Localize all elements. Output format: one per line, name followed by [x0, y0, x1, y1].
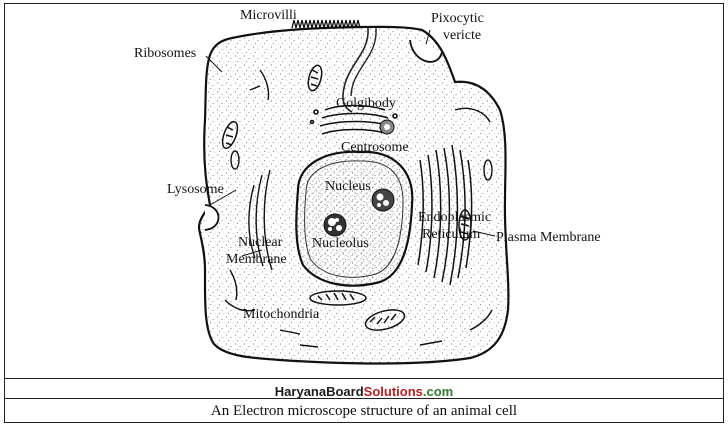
cytoplasm-details — [224, 69, 493, 348]
label-pixocytic-line1: Pixocytic — [431, 11, 484, 26]
endoplasmic-reticulum-left — [248, 169, 273, 271]
leader-lines — [205, 29, 496, 257]
membrane-channel — [342, 27, 369, 113]
watermark-part3: .com — [422, 384, 454, 399]
mitochondria-shapes — [221, 64, 472, 331]
label-microvilli: Microvilli — [240, 8, 297, 23]
figure-frame — [4, 3, 724, 423]
watermark-part2: Solutions — [363, 384, 423, 399]
separator-bottom — [4, 398, 724, 399]
label-endoplasmic-line1: Endoplasmic — [418, 210, 491, 225]
label-centrosome: Centrosome — [341, 140, 409, 155]
figure-caption: An Electron microscope structure of an a… — [210, 403, 518, 419]
nucleus-shape — [295, 150, 414, 287]
watermark-part1: HaryanaBoard — [274, 384, 364, 399]
label-plasma-membrane: Plasma Membrane — [496, 230, 601, 245]
label-endoplasmic-line2: Reticulum — [422, 227, 480, 242]
label-nucleus: Nucleus — [325, 179, 371, 194]
centrosome-shape — [379, 119, 395, 135]
label-nuclear-line2: Membrane — [226, 252, 287, 267]
label-golgibody: Golgibody — [336, 96, 396, 111]
microvilli-shape — [291, 19, 361, 29]
endoplasmic-reticulum-shape — [417, 144, 473, 286]
label-nucleolus: Nucleolus — [312, 236, 369, 251]
chromatin-body — [371, 188, 395, 212]
nucleolus-shape — [323, 213, 347, 237]
label-mitochondria: Mitochondria — [243, 307, 320, 322]
animal-cell-diagram: Microvilli Pixocytic vericte Ribosomes G… — [134, 8, 601, 365]
label-pixocytic-line2: vericte — [443, 28, 481, 43]
label-nuclear-line1: Nuclear — [238, 235, 283, 250]
label-ribosomes: Ribosomes — [134, 46, 196, 61]
separator-top — [4, 378, 724, 379]
label-lysosome: Lysosome — [167, 182, 224, 197]
watermark: HaryanaBoardSolutions.com — [0, 384, 728, 399]
pinocytic-notch — [409, 39, 443, 63]
side-notch — [204, 204, 220, 231]
